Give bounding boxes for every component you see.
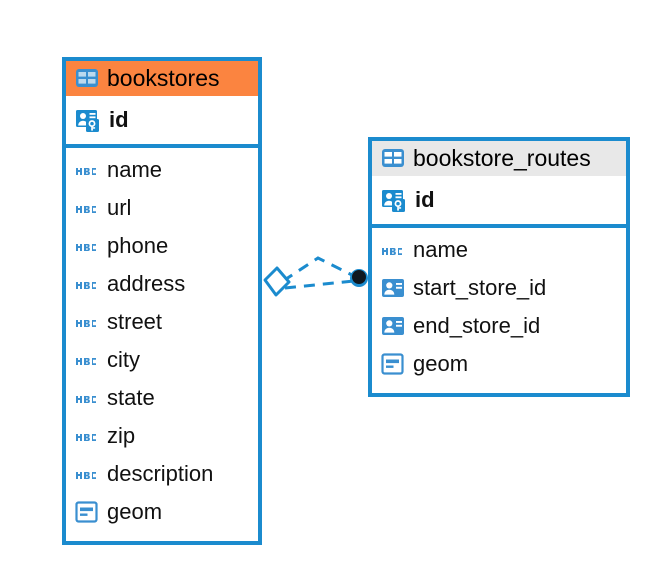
field-label-bookstore-routes-geom: geom	[413, 351, 469, 377]
field-label-bookstore-routes-name: name	[413, 237, 469, 263]
field-row-bookstores-name[interactable]: name	[66, 151, 258, 189]
field-label-bookstores-street: street	[107, 309, 163, 335]
table-icon	[75, 68, 99, 88]
entity-title-bookstore-routes: bookstore_routes	[413, 145, 591, 171]
field-list-bookstores: name url	[66, 148, 258, 535]
field-list-bookstore-routes: name start_store_id	[372, 228, 626, 387]
field-row-bookstores-id[interactable]: id	[66, 96, 258, 144]
field-row-bookstore-routes-start-store-id[interactable]: start_store_id	[372, 269, 626, 307]
field-row-bookstore-routes-name[interactable]: name	[372, 231, 626, 269]
primary-key-section-bookstore-routes: id	[372, 176, 626, 229]
field-label-bookstores-description: description	[107, 461, 214, 487]
field-label-bookstores-zip: zip	[107, 423, 136, 449]
field-row-bookstores-city[interactable]: city	[66, 341, 258, 379]
entity-table-bookstores[interactable]: bookstores id	[62, 57, 262, 545]
geometry-icon	[381, 352, 405, 376]
field-label-bookstores-phone: phone	[107, 233, 169, 259]
field-label-bookstores-name: name	[107, 157, 163, 183]
field-label-bookstores-city: city	[107, 347, 140, 373]
foreign-key-icon	[381, 315, 405, 337]
entity-header-bookstores[interactable]: bookstores	[66, 61, 258, 97]
filled-circle-marker-core	[352, 270, 366, 284]
field-row-bookstores-url[interactable]: url	[66, 189, 258, 227]
field-row-bookstores-description[interactable]: description	[66, 455, 258, 493]
field-label-bookstores-state: state	[107, 385, 155, 411]
field-row-bookstores-phone[interactable]: phone	[66, 227, 258, 265]
field-label-bookstores-id: id	[109, 107, 129, 133]
field-label-bookstore-routes-start-store-id: start_store_id	[413, 275, 547, 301]
field-row-bookstore-routes-id[interactable]: id	[372, 176, 626, 224]
field-row-bookstores-address[interactable]: address	[66, 265, 258, 303]
field-row-bookstore-routes-geom[interactable]: geom	[372, 345, 626, 383]
primary-key-section-bookstores: id	[66, 96, 258, 149]
entity-table-bookstore-routes[interactable]: bookstore_routes	[368, 137, 630, 397]
field-row-bookstores-state[interactable]: state	[66, 379, 258, 417]
field-label-bookstores-geom: geom	[107, 499, 163, 525]
entity-header-bookstore-routes[interactable]: bookstore_routes	[372, 141, 626, 177]
field-label-bookstores-address: address	[107, 271, 186, 297]
abc-text-icon	[381, 242, 405, 258]
abc-text-icon	[75, 200, 99, 216]
relationship-line-lower	[284, 279, 355, 290]
entity-title-bookstores: bookstores	[107, 65, 220, 91]
foreign-key-icon	[381, 277, 405, 299]
field-row-bookstore-routes-end-store-id[interactable]: end_store_id	[372, 307, 626, 345]
field-label-bookstores-url: url	[107, 195, 132, 221]
field-row-bookstores-zip[interactable]: zip	[66, 417, 258, 455]
filled-circle-marker-ring	[350, 269, 368, 287]
abc-text-icon	[75, 276, 99, 292]
abc-text-icon	[75, 162, 99, 178]
abc-text-icon	[75, 352, 99, 368]
abc-text-icon	[75, 314, 99, 330]
field-label-bookstore-routes-id: id	[415, 187, 435, 213]
abc-text-icon	[75, 238, 99, 254]
field-row-bookstores-geom[interactable]: geom	[66, 493, 258, 531]
abc-text-icon	[75, 390, 99, 406]
field-row-bookstores-street[interactable]: street	[66, 303, 258, 341]
diamond-outline-marker	[263, 266, 291, 297]
relationship-line-upper	[282, 256, 357, 283]
abc-text-icon	[75, 428, 99, 444]
primary-key-icon	[381, 187, 407, 213]
field-label-bookstore-routes-end-store-id: end_store_id	[413, 313, 541, 339]
abc-text-icon	[75, 466, 99, 482]
primary-key-icon	[75, 107, 101, 133]
table-icon	[381, 148, 405, 168]
geometry-icon	[75, 500, 99, 524]
